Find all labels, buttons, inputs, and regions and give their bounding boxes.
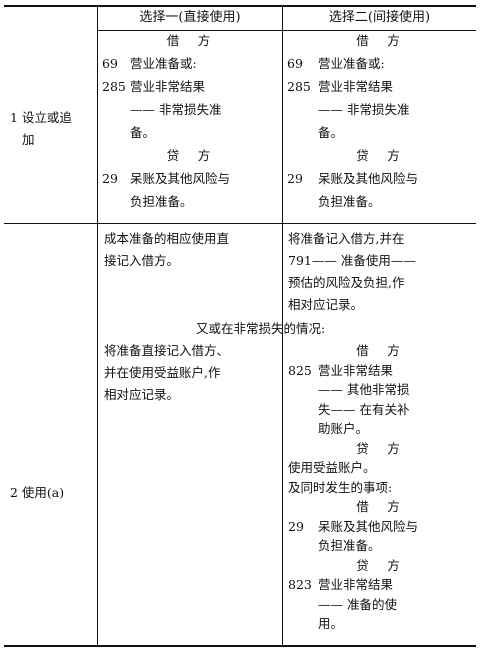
ledger-side-heading: 贷 方 (356, 148, 403, 163)
ledger-side-heading: 贷 方 (166, 148, 214, 163)
ledger-side-heading: 借 方 (356, 33, 403, 48)
account-number: 29 (288, 518, 304, 534)
table-bottom-rule (4, 645, 476, 647)
entry-text: 营业非常结果 (318, 577, 394, 592)
header-bottom-rule (97, 30, 476, 31)
row1-bottom-rule (4, 223, 476, 224)
entry-text: 负担准备。 (318, 194, 381, 209)
entry-text: 备。 (130, 125, 156, 140)
entry-text: 使用受益账户。 (288, 460, 376, 475)
entry-text: 助账户。 (318, 421, 369, 436)
cell-text-line: 791—— 准备使用—— (288, 253, 416, 268)
account-number: 29 (287, 171, 303, 186)
entry-text: 失—— 在有关补 (318, 401, 410, 417)
ledger-side-heading: 贷 方 (356, 440, 403, 456)
cell-text-line: 预估的风险及负担,作 (288, 275, 405, 290)
entry-text: 呆账及其他风险与 (130, 171, 231, 186)
entry-text: 营业非常结果 (318, 362, 394, 378)
cell-text-line: 相对应记录。 (288, 297, 364, 312)
entry-text: 及同时发生的事项: (288, 479, 393, 495)
ledger-side-heading: 贷 方 (356, 557, 403, 573)
entry-text: —— 其他非常损 (318, 382, 410, 397)
account-number: 825 (288, 362, 312, 378)
column-divider-1 (97, 5, 98, 647)
cell-text-line: 并在使用受益账户,作 (104, 365, 221, 380)
header-option2: 选择二(间接使用) (328, 10, 431, 25)
entry-text: —— 非常损失准 (318, 102, 410, 117)
entry-text: 呆账及其他风险与 (318, 518, 419, 534)
cell-text-line: 将准备记入借方,并在 (288, 231, 405, 246)
entry-text: 营业非常结果 (130, 79, 206, 94)
account-number: 29 (102, 171, 118, 186)
ledger-side-heading: 借 方 (356, 499, 403, 514)
entry-text: 呆账及其他风险与 (318, 171, 419, 186)
row1-label: 1 设立或追 (10, 110, 72, 125)
cell-text-line: 相对应记录。 (104, 387, 180, 402)
account-number: 823 (288, 577, 312, 592)
entry-text: 负担准备。 (130, 194, 193, 209)
header-option1: 选择一(直接使用) (139, 10, 241, 25)
cell-text-line: 成本准备的相应使用直 (104, 231, 230, 246)
entry-text: —— 非常损失准 (130, 102, 222, 117)
ledger-side-heading: 借 方 (356, 343, 403, 358)
ledger-side-heading: 借 方 (166, 33, 214, 48)
cell-text-line: 接记入借方。 (104, 253, 180, 268)
table-top-rule (4, 5, 476, 7)
account-number: 285 (102, 79, 126, 94)
account-number: 69 (287, 56, 303, 71)
row2-note: 又或在非常损失的情况: (196, 321, 326, 336)
entry-text: 备。 (318, 125, 344, 140)
entry-text: —— 准备的使 (318, 596, 397, 612)
entry-text: 营业准备或: (130, 56, 197, 71)
account-number: 285 (287, 79, 311, 94)
entry-text: 负担准备。 (318, 538, 381, 553)
row2-label: 2 使用(a) (10, 485, 65, 500)
account-number: 69 (102, 56, 118, 71)
row1-label-cont: 加 (22, 132, 35, 147)
entry-text: 营业非常结果 (318, 79, 394, 94)
entry-text: 用。 (318, 616, 344, 631)
entry-text: 营业准备或: (318, 56, 385, 71)
column-divider-2 (282, 5, 283, 647)
cell-text-line: 将准备直接记入借方、 (104, 343, 230, 358)
